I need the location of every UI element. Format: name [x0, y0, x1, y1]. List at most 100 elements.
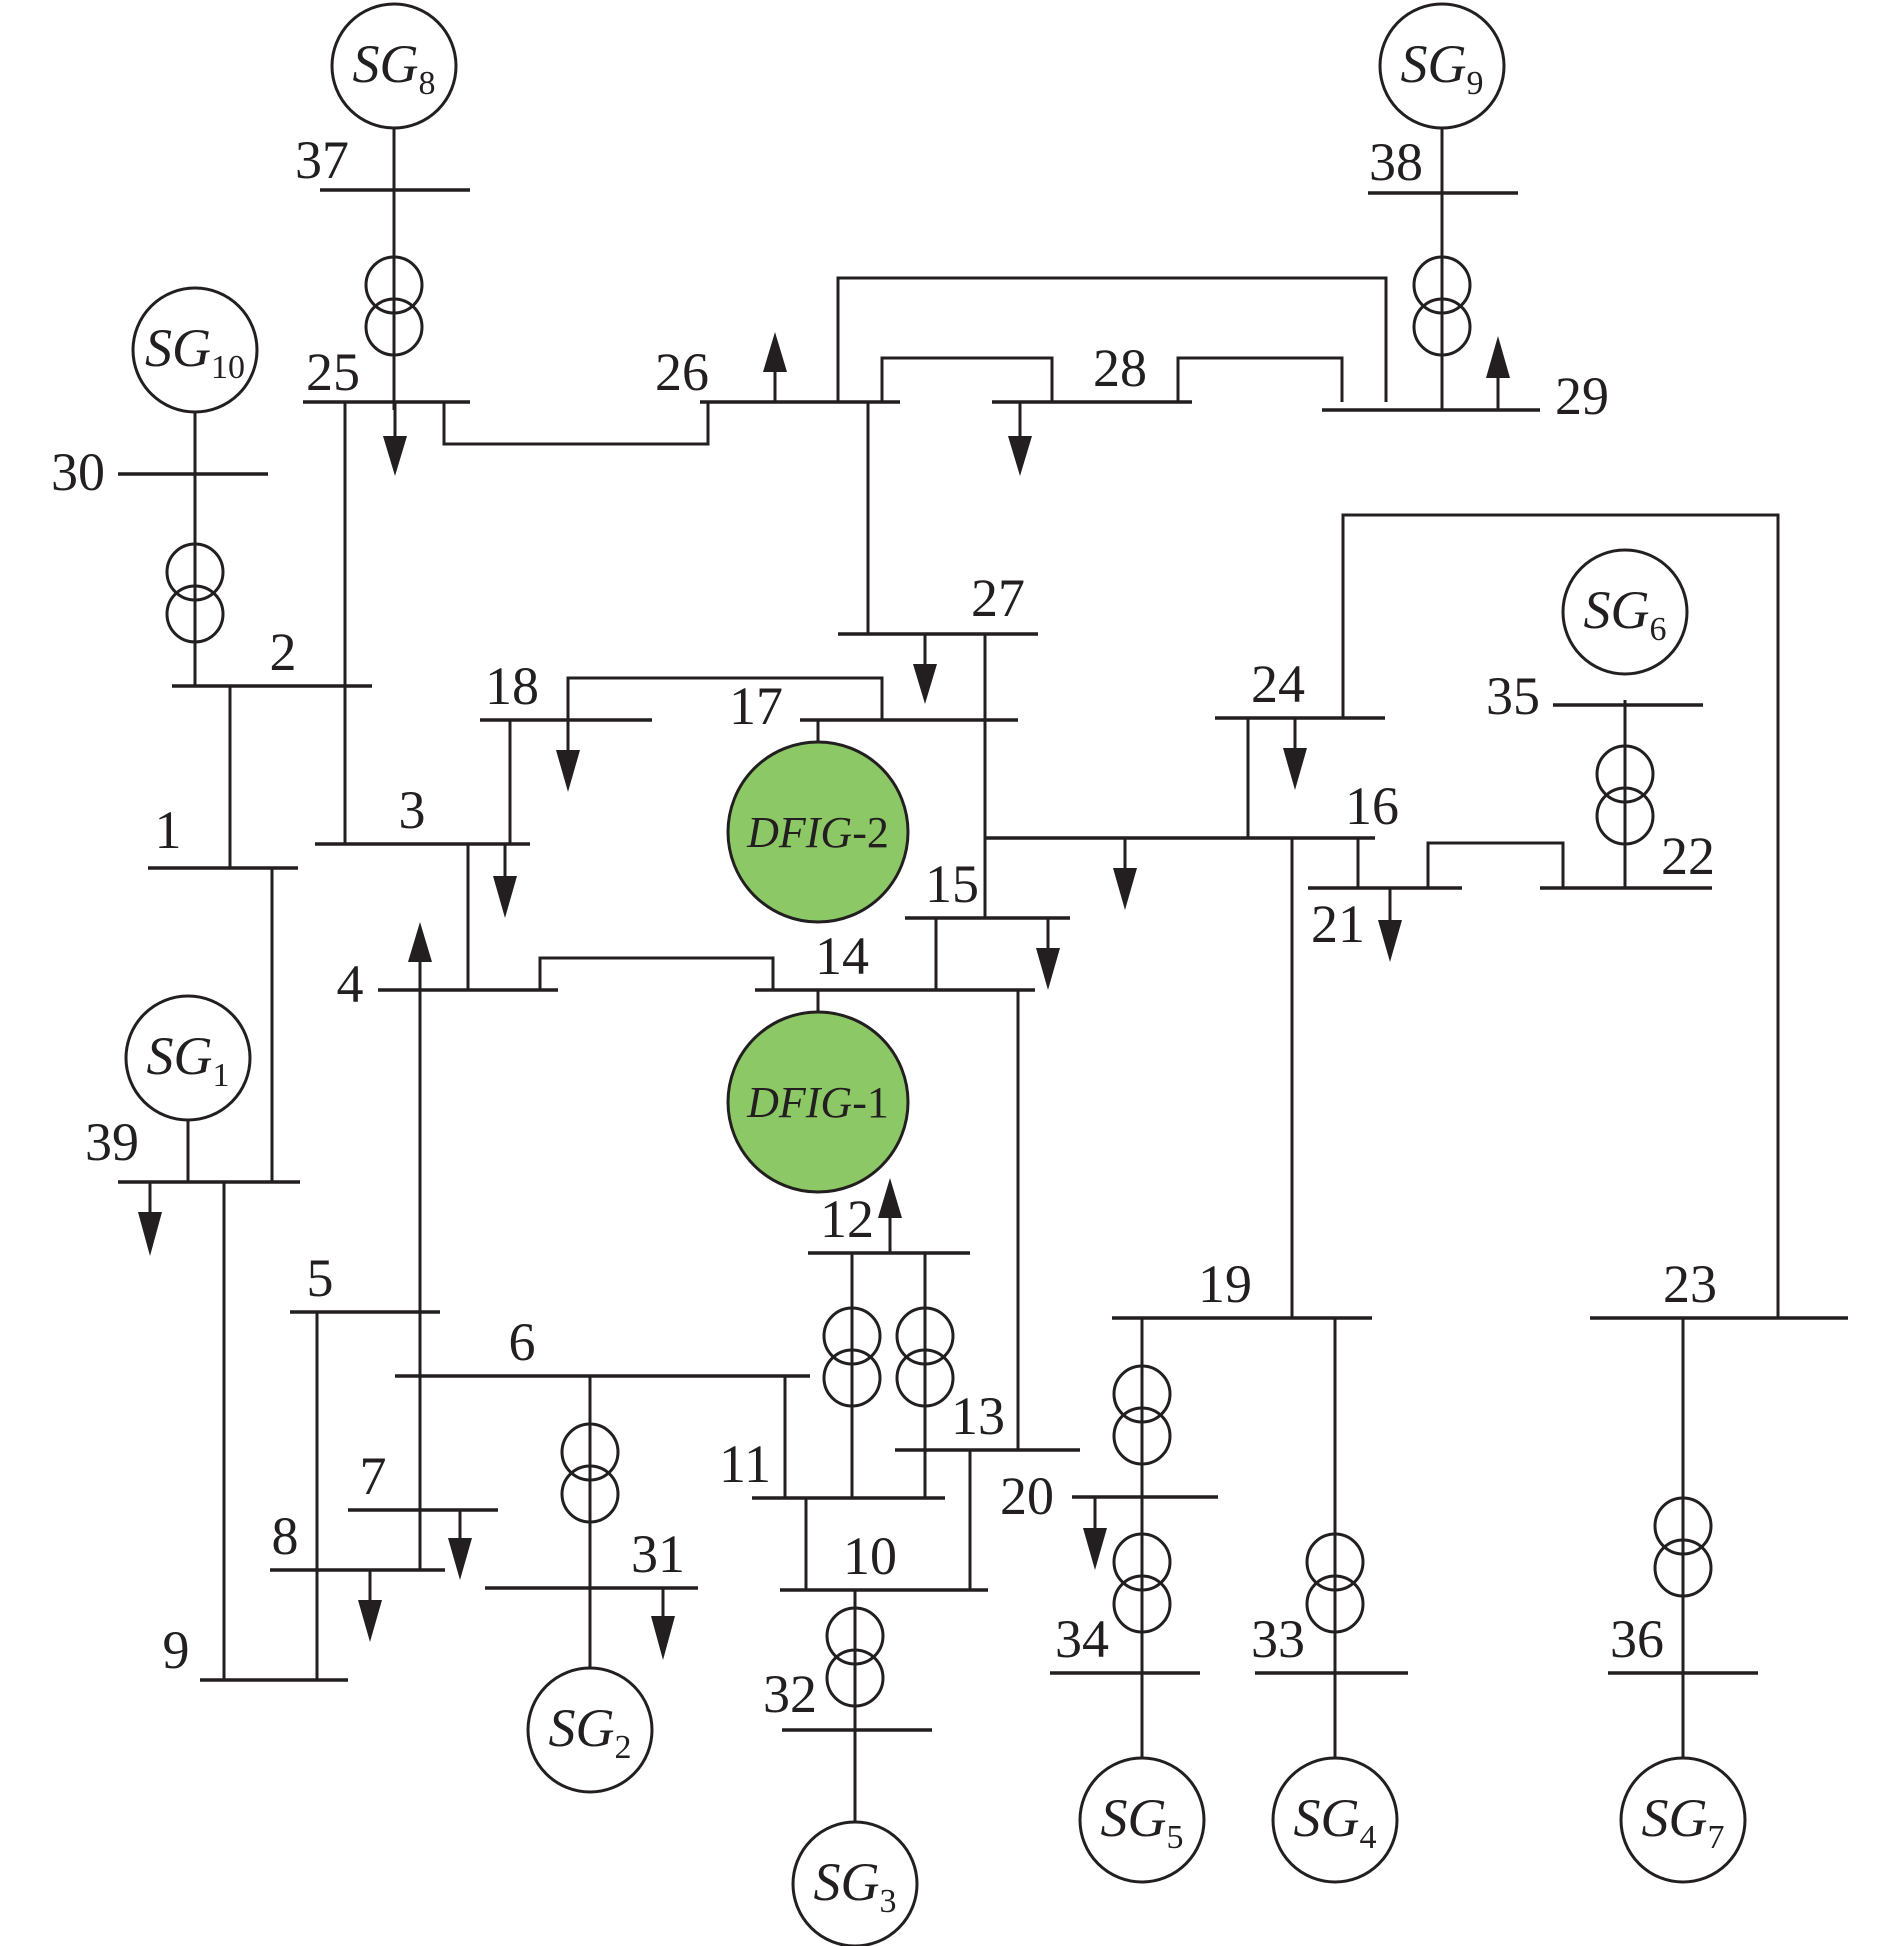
synchronous-generators: SG8 SG9 SG10 SG6 SG1 SG2 SG3 SG5	[124, 2, 1747, 1946]
bus-label-6: 6	[509, 1312, 536, 1372]
load-arrow	[493, 844, 517, 918]
bus-labels: 1 2 3 4 5 6 7 8 9 10 11 12 13 14 15 16 1…	[51, 130, 1717, 1724]
bus-label-33: 33	[1251, 1609, 1305, 1669]
load-arrow	[556, 720, 580, 792]
transformers	[165, 255, 1713, 1708]
bus-label-11: 11	[719, 1434, 771, 1494]
line-17-18	[566, 676, 884, 720]
bus-label-9: 9	[163, 1620, 190, 1680]
svg-text:SG1: SG1	[147, 1026, 230, 1094]
line-21-22	[1426, 841, 1565, 888]
svg-text:SG4: SG4	[1294, 1788, 1377, 1856]
load-arrow	[1036, 918, 1060, 990]
line-28-29	[1176, 356, 1344, 402]
transformer-symbol	[895, 1306, 955, 1408]
line-24-23	[1341, 513, 1780, 1318]
svg-text:SG9: SG9	[1401, 34, 1484, 102]
transmission-lines	[193, 128, 1780, 1830]
load-arrows	[138, 332, 1510, 1660]
bus-label-5: 5	[307, 1248, 334, 1308]
transformer-symbol	[364, 255, 424, 357]
bus-label-23: 23	[1663, 1254, 1717, 1314]
transformer-symbol	[560, 1422, 620, 1524]
line-25-26	[442, 402, 710, 446]
bus-label-27: 27	[971, 568, 1025, 628]
line-26-29	[836, 276, 1388, 402]
wind-generators: DFIG-2 DFIG-1	[726, 740, 910, 1194]
bus-label-13: 13	[951, 1386, 1005, 1446]
load-arrow	[448, 1510, 472, 1580]
bus-label-22: 22	[1661, 826, 1715, 886]
bus-label-16: 16	[1345, 776, 1399, 836]
generator-sg5: SG5	[1078, 1756, 1206, 1884]
bus-label-15: 15	[925, 854, 979, 914]
bus-label-8: 8	[272, 1506, 299, 1566]
bus-bars	[118, 188, 1848, 1732]
bus-label-39: 39	[85, 1112, 139, 1172]
line-26-28	[880, 356, 1054, 402]
svg-text:SG8: SG8	[353, 34, 436, 102]
svg-text:SG3: SG3	[814, 1852, 897, 1920]
bus-label-18: 18	[485, 656, 539, 716]
bus-label-25: 25	[306, 342, 360, 402]
dfig-1-generator: DFIG-1	[726, 1010, 910, 1194]
bus-label-19: 19	[1198, 1254, 1252, 1314]
load-arrow	[1083, 1497, 1107, 1570]
generator-sg10: SG10	[131, 286, 259, 414]
dfig-2-generator: DFIG-2	[726, 740, 910, 924]
bus-label-37: 37	[295, 130, 349, 190]
injection-arrow	[1486, 336, 1510, 410]
generator-sg6: SG6	[1561, 548, 1689, 676]
generator-sg9: SG9	[1378, 2, 1506, 130]
svg-text:SG2: SG2	[549, 1698, 632, 1766]
generator-sg4: SG4	[1271, 1756, 1399, 1884]
transformer-symbol	[165, 542, 225, 644]
load-arrow	[358, 1570, 382, 1642]
transformer-symbol	[825, 1606, 885, 1708]
load-arrow	[1283, 718, 1307, 790]
bus-label-4: 4	[337, 954, 364, 1014]
bus-label-20: 20	[1000, 1466, 1054, 1526]
bus-label-28: 28	[1093, 338, 1147, 398]
bus-label-38: 38	[1369, 132, 1423, 192]
bus-label-12: 12	[820, 1189, 874, 1249]
load-arrow	[383, 402, 407, 476]
bus-label-31: 31	[631, 1524, 685, 1584]
load-arrow	[651, 1588, 675, 1660]
bus-label-3: 3	[399, 780, 426, 840]
bus-label-35: 35	[1486, 666, 1540, 726]
line-4-14	[538, 956, 775, 990]
load-arrow	[1113, 838, 1137, 910]
transformer-symbol	[1112, 1364, 1172, 1466]
bus-label-30: 30	[51, 442, 105, 502]
bus-label-34: 34	[1055, 1609, 1109, 1669]
bus-label-21: 21	[1311, 894, 1365, 954]
generator-sg3: SG3	[791, 1820, 919, 1946]
svg-text:SG5: SG5	[1101, 1788, 1184, 1856]
generator-sg8: SG8	[330, 2, 458, 130]
bus-label-24: 24	[1251, 654, 1305, 714]
transformer-symbol	[1653, 1496, 1713, 1598]
svg-text:DFIG-1: DFIG-1	[746, 1078, 889, 1127]
svg-text:SG7: SG7	[1642, 1788, 1725, 1856]
load-arrow	[913, 634, 937, 704]
svg-text:DFIG-2: DFIG-2	[746, 808, 889, 857]
bus-label-7: 7	[360, 1446, 387, 1506]
generator-sg1: SG1	[124, 994, 252, 1122]
svg-text:SG6: SG6	[1584, 580, 1667, 648]
load-arrow	[1008, 402, 1032, 476]
bus-label-29: 29	[1555, 366, 1609, 426]
transformer-symbol	[822, 1306, 882, 1408]
bus-label-26: 26	[655, 342, 709, 402]
bus-label-17: 17	[729, 676, 783, 736]
load-arrow	[138, 1182, 162, 1256]
transformer-symbol	[1412, 255, 1472, 357]
transformer-symbol	[1305, 1532, 1365, 1634]
transformer-symbol	[1595, 744, 1655, 846]
svg-text:SG10: SG10	[145, 318, 245, 386]
generator-sg2: SG2	[526, 1666, 654, 1794]
bus-label-2: 2	[270, 622, 297, 682]
transformer-symbol	[1112, 1532, 1172, 1634]
bus-label-32: 32	[763, 1664, 817, 1724]
